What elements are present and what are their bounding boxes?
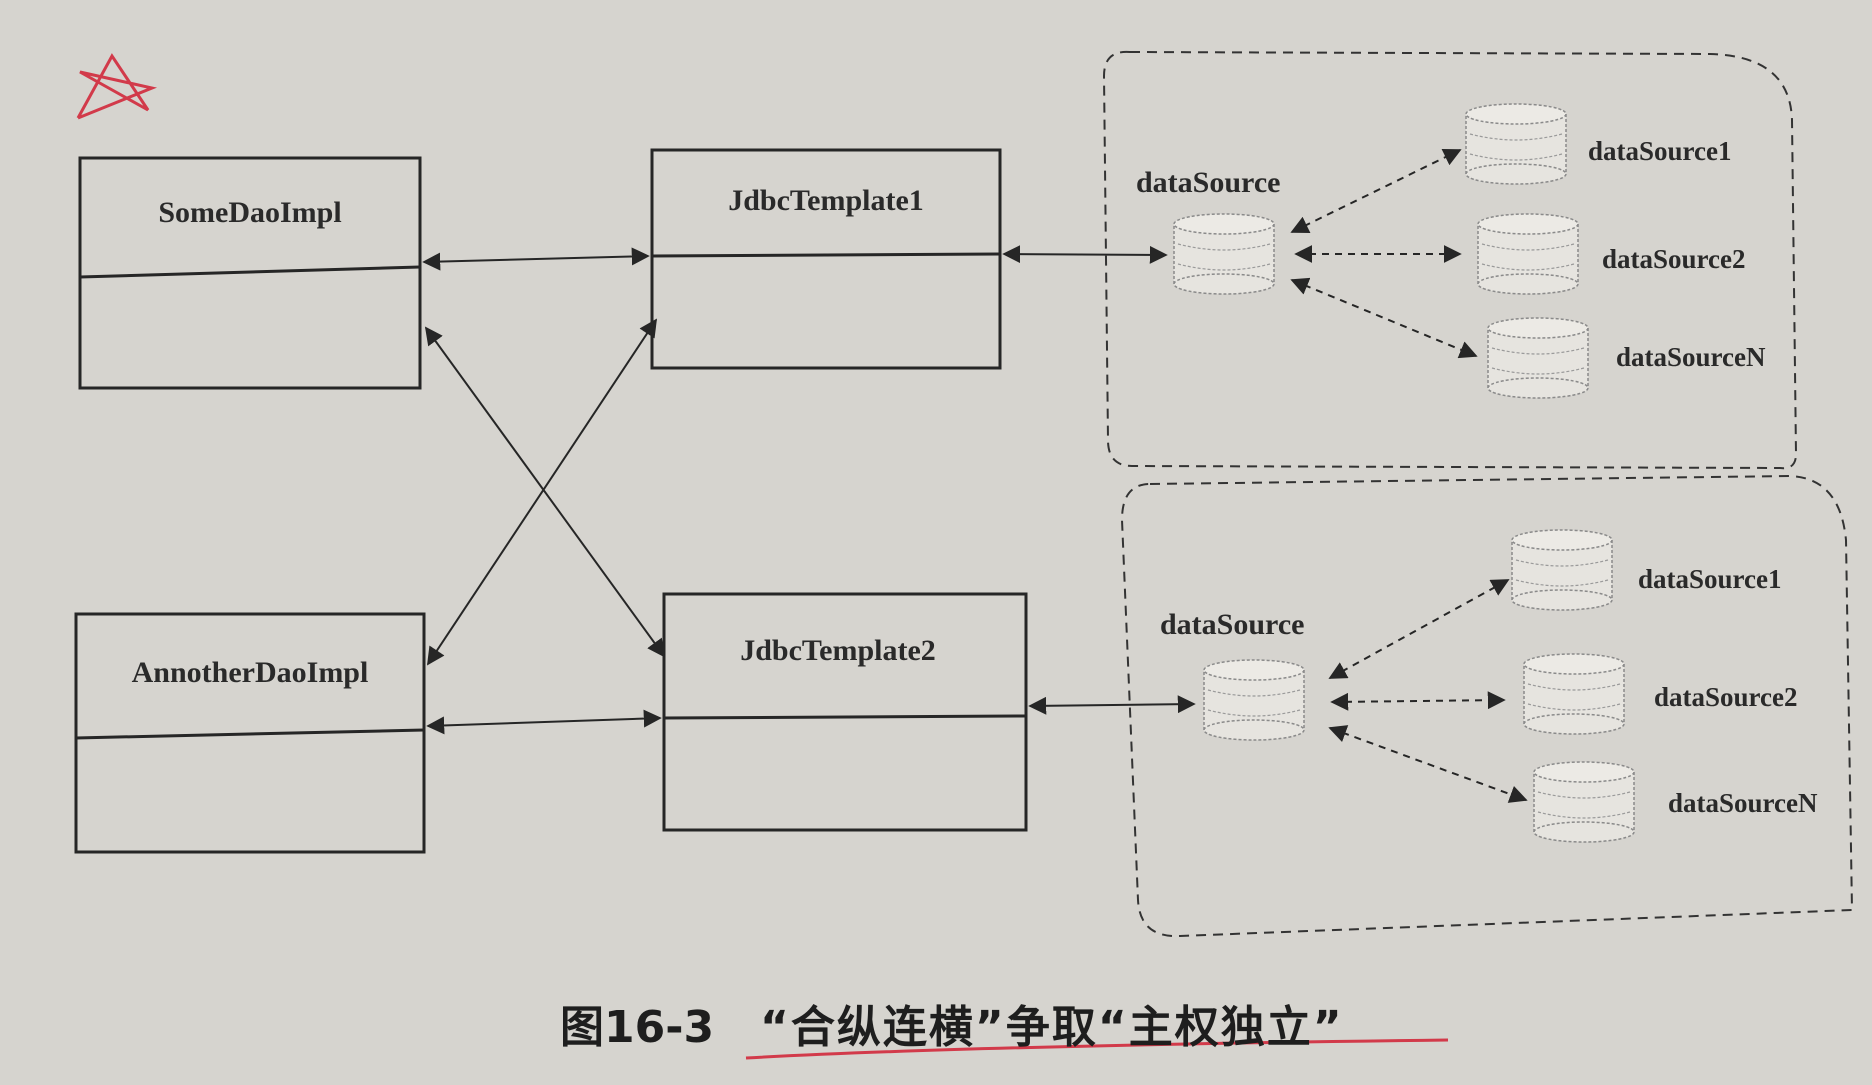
arrow-template1-datasource bbox=[1002, 245, 1168, 264]
figure-caption: 图16-3 “合纵连横”争取“主权独立” bbox=[0, 985, 1872, 1065]
figure-number: 图16-3 bbox=[560, 1002, 715, 1053]
figure-title: “合纵连横”争取“主权独立” bbox=[760, 1002, 1344, 1053]
datasource-group-2-target-1: dataSource1 bbox=[1638, 564, 1782, 594]
database-icon bbox=[1487, 317, 1589, 399]
database-icon bbox=[1465, 103, 1567, 185]
jdbc-template2-label: JdbcTemplate2 bbox=[740, 634, 936, 667]
jdbc-template1-box: JdbcTemplate1 bbox=[650, 148, 1002, 370]
another-dao-impl-label: AnnotherDaoImpl bbox=[132, 656, 369, 689]
datasource-group-1-target-1: dataSource1 bbox=[1588, 136, 1732, 166]
some-dao-impl-label: SomeDaoImpl bbox=[158, 196, 341, 229]
arrow-some-dao-template1 bbox=[422, 247, 650, 271]
datasource-group-1-target-3: dataSourceN bbox=[1616, 342, 1766, 372]
database-icon bbox=[1523, 653, 1625, 735]
datasource-group-2: dataSource dataSource1 dataSource2 dataS… bbox=[1120, 474, 1854, 938]
jdbc-template2-box: JdbcTemplate2 bbox=[662, 592, 1028, 832]
database-icon bbox=[1511, 529, 1613, 611]
jdbc-template1-label: JdbcTemplate1 bbox=[728, 184, 924, 217]
some-dao-impl-box: SomeDaoImpl bbox=[78, 156, 422, 390]
datasource-group-2-target-2: dataSource2 bbox=[1654, 682, 1798, 712]
arrow-another-dao-template2 bbox=[426, 709, 662, 735]
star-mark-icon bbox=[76, 53, 158, 120]
database-icon bbox=[1477, 213, 1579, 295]
class-connectors bbox=[422, 245, 1196, 735]
datasource-group-2-label: dataSource bbox=[1160, 608, 1304, 641]
arrow-another-dao-template1 bbox=[427, 318, 657, 666]
datasource-group-1-target-2: dataSource2 bbox=[1602, 244, 1746, 274]
datasource-group-2-target-3: dataSourceN bbox=[1668, 788, 1818, 818]
database-icon bbox=[1203, 659, 1305, 741]
database-icon bbox=[1173, 213, 1275, 295]
datasource-group-1: dataSource dataSource1 dataSource2 dataS… bbox=[1102, 50, 1798, 470]
database-icon bbox=[1533, 761, 1635, 843]
arrow-template2-datasource bbox=[1028, 695, 1196, 715]
another-dao-impl-box: AnnotherDaoImpl bbox=[74, 612, 426, 854]
datasource-group-1-label: dataSource bbox=[1136, 166, 1280, 199]
arrow-some-dao-template2 bbox=[424, 326, 666, 658]
caption-underline bbox=[745, 1038, 1449, 1060]
